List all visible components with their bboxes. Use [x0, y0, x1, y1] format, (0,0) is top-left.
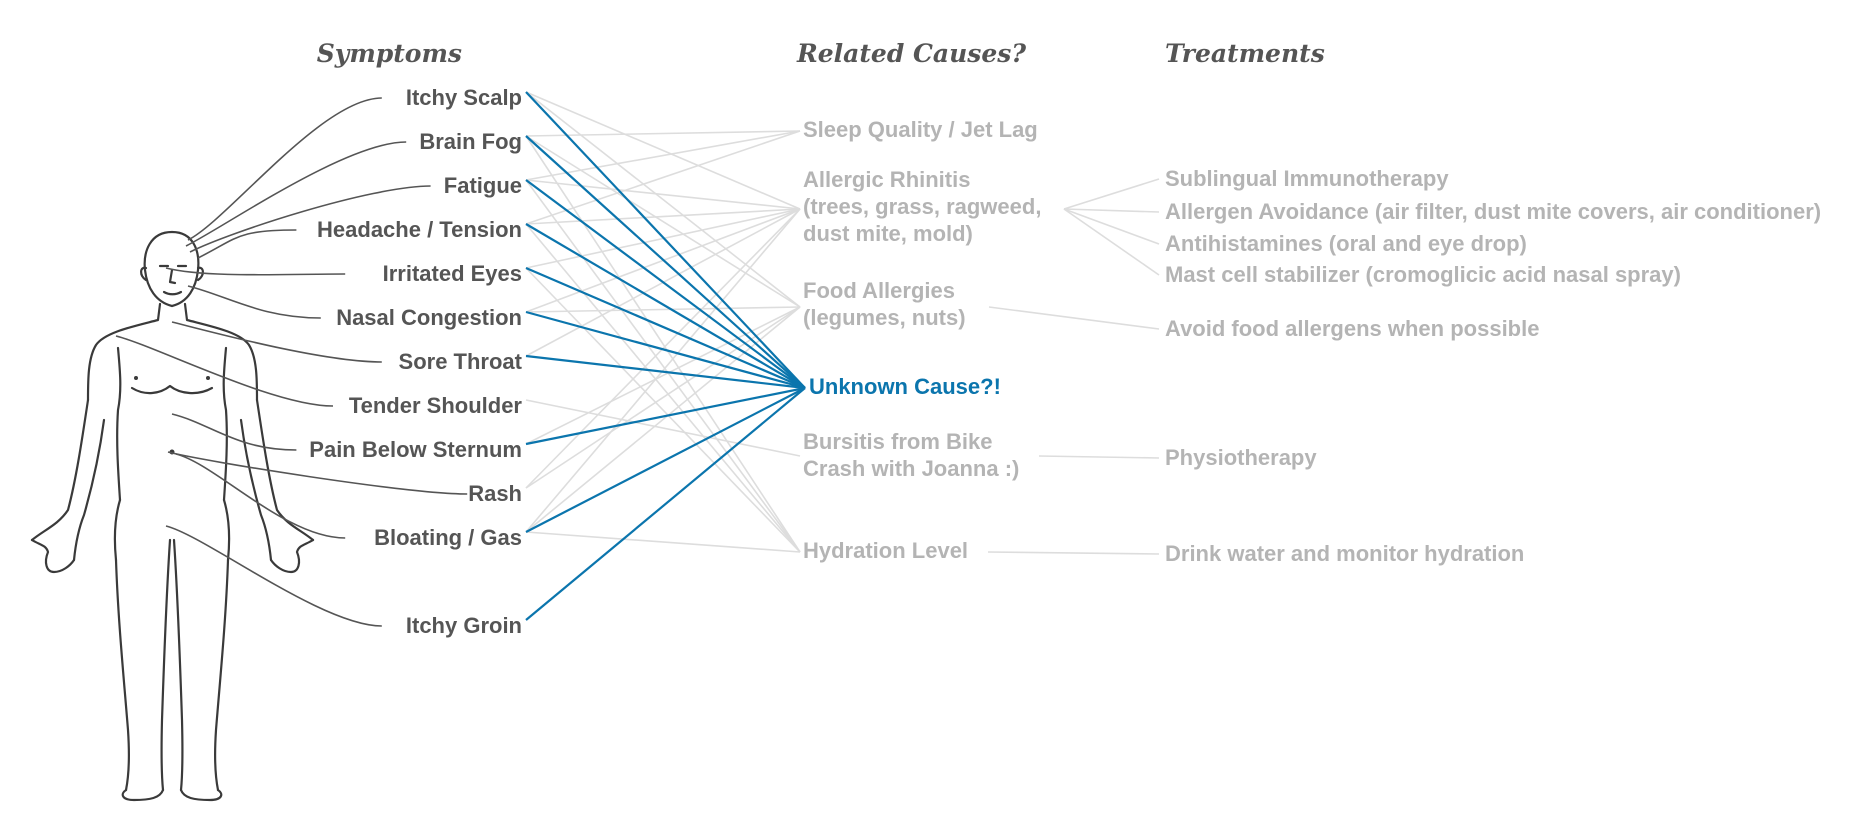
unknown-link-nasal-congestion — [525, 310, 806, 390]
symptom-bloating-gas: Bloating / Gas — [374, 525, 522, 550]
leader-irritated-eyes — [165, 267, 346, 276]
link-brain-fog-sleep — [525, 130, 801, 137]
leader-tender-shoulder — [115, 335, 334, 407]
treatment-avoid-food-allergens-when-possible: Avoid food allergens when possible — [1165, 316, 1539, 341]
symptom-itchy-scalp: Itchy Scalp — [406, 85, 522, 110]
link-tender-shoulder-bursitis — [525, 399, 801, 457]
leader-pain-below-sternum — [171, 413, 297, 451]
human-body-illustration — [30, 230, 315, 802]
symptom-irritated-eyes: Irritated Eyes — [383, 261, 522, 286]
leader-itchy-scalp — [187, 97, 382, 241]
symptom-fatigue: Fatigue — [444, 173, 522, 198]
link-bloating-gas-food — [525, 306, 801, 533]
link-irritated-eyes-hydration — [525, 267, 801, 553]
treatment-antihistamines-oral-and-eye-drop: Antihistamines (oral and eye drop) — [1165, 231, 1527, 256]
leader-sore-throat — [171, 321, 382, 363]
treatment-link-bursitis-5 — [1038, 455, 1160, 459]
treatment-link-food-4 — [988, 306, 1160, 330]
cause-bursitis: Bursitis from Bike — [803, 429, 993, 454]
leader-brain-fog — [185, 141, 407, 247]
cause-rhinitis: Allergic Rhinitis — [803, 167, 970, 192]
unknown-link-fatigue — [525, 179, 806, 389]
unknown-link-pain-below-sternum — [525, 386, 806, 446]
link-bloating-gas-rhinitis — [525, 208, 801, 533]
symptom-leader-lines — [115, 97, 468, 627]
link-itchy-scalp-food — [525, 91, 801, 308]
unknown-link-bloating-gas — [525, 387, 806, 533]
related-causes-header: Related Causes? — [796, 39, 1026, 68]
link-fatigue-sleep — [525, 130, 801, 181]
unknown-link-itchy-groin — [525, 387, 806, 621]
leader-rash — [167, 451, 468, 495]
treatment-link-rhinitis-1 — [1063, 208, 1160, 213]
symptom-headache-tension: Headache / Tension — [317, 217, 522, 242]
unknown-link-itchy-scalp — [525, 91, 806, 389]
unknown-cause-links — [525, 91, 806, 621]
unknown-link-irritated-eyes — [525, 266, 806, 390]
link-fatigue-rhinitis — [525, 179, 801, 210]
cause-unknown: Unknown Cause?! — [809, 374, 1001, 399]
treatment-allergen-avoidance-air-filter-dust-mite-: Allergen Avoidance (air filter, dust mit… — [1165, 199, 1821, 224]
cause-treatment-links — [987, 178, 1160, 555]
treatment-sublingual-immunotherapy: Sublingual Immunotherapy — [1165, 166, 1449, 191]
unknown-link-headache-tension — [525, 223, 806, 389]
link-headache-tension-hydration — [525, 223, 801, 553]
symptom-tender-shoulder: Tender Shoulder — [349, 393, 523, 418]
cause-bursitis-line-1: Crash with Joanna :) — [803, 456, 1019, 481]
link-fatigue-hydration — [525, 179, 801, 553]
link-headache-tension-rhinitis — [525, 208, 801, 225]
cause-food-line-1: (legumes, nuts) — [803, 305, 966, 330]
treatment-mast-cell-stabilizer-cromoglicic-acid-na: Mast cell stabilizer (cromoglicic acid n… — [1165, 262, 1681, 287]
symptom-rash: Rash — [468, 481, 522, 506]
link-itchy-scalp-rhinitis — [525, 91, 801, 210]
unknown-link-brain-fog — [525, 135, 806, 389]
cause-rhinitis-line-2: dust mite, mold) — [803, 221, 973, 246]
symptom-sore-throat: Sore Throat — [399, 349, 523, 374]
cause-hydration: Hydration Level — [803, 538, 968, 563]
unknown-link-sore-throat — [525, 354, 806, 390]
leader-itchy-groin — [165, 525, 382, 627]
treatment-link-rhinitis-3 — [1063, 208, 1160, 276]
symptoms-header: Symptoms — [317, 39, 462, 68]
symptom-itchy-groin: Itchy Groin — [406, 613, 522, 638]
treatment-link-hydration-6 — [987, 551, 1160, 555]
link-headache-tension-sleep — [525, 130, 801, 225]
cause-food: Food Allergies — [803, 278, 955, 303]
treatment-link-rhinitis-2 — [1063, 208, 1160, 245]
symptom-brain-fog: Brain Fog — [419, 129, 522, 154]
cause-sleep: Sleep Quality / Jet Lag — [803, 117, 1038, 142]
treatment-physiotherapy: Physiotherapy — [1165, 445, 1317, 470]
link-pain-below-sternum-food — [525, 306, 801, 445]
treatment-drink-water-and-monitor-hydration: Drink water and monitor hydration — [1165, 541, 1524, 566]
leader-fatigue — [189, 185, 431, 253]
link-bloating-gas-hydration — [525, 531, 801, 553]
link-brain-fog-food — [525, 135, 801, 308]
link-brain-fog-hydration — [525, 135, 801, 553]
symptom-cause-links — [525, 91, 801, 553]
link-rash-food — [525, 306, 801, 489]
cause-rhinitis-line-1: (trees, grass, ragweed, — [803, 194, 1041, 219]
symptom-pain-below-sternum: Pain Below Sternum — [309, 437, 522, 462]
symptom-nasal-congestion: Nasal Congestion — [336, 305, 522, 330]
treatments-header: Treatments — [1165, 39, 1325, 68]
leader-headache-tension — [197, 229, 297, 259]
treatment-link-rhinitis-0 — [1063, 178, 1160, 210]
leader-nasal-congestion — [187, 285, 321, 319]
leader-bloating-gas — [175, 453, 346, 539]
link-nasal-congestion-food — [525, 306, 801, 313]
